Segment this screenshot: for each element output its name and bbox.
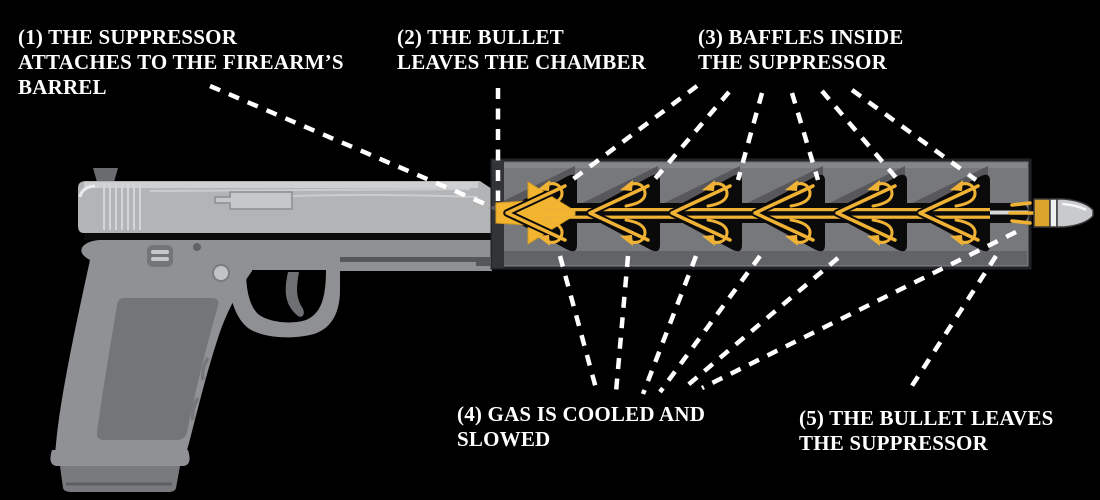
trigger-guard-opening (246, 270, 326, 323)
leader-lines-3-baffles (570, 84, 978, 182)
slide-serrations (103, 184, 141, 230)
frame-rail-step (476, 257, 490, 266)
label-4-line-2: SLOWED (457, 427, 551, 451)
label-1-line-1: (1) THE SUPPRESSOR (18, 25, 238, 49)
label-3-line-1: (3) BAFFLES INSIDE (698, 25, 904, 49)
grip-texture-panel (96, 298, 219, 440)
label-1-suppressor-attaches: (1) THE SUPPRESSOR ATTACHES TO THE FIREA… (18, 25, 344, 100)
leader-line-5-exit (906, 254, 998, 394)
exit-flash-spikes (1008, 201, 1036, 225)
tube-top-highlight (495, 163, 1027, 168)
label-4-gas-cooled: (4) GAS IS COOLED AND SLOWED (457, 402, 705, 452)
magazine-flare (50, 450, 190, 466)
bullet-brass-base (1033, 198, 1051, 228)
label-3-baffles-inside: (3) BAFFLES INSIDE THE SUPPRESSOR (698, 25, 903, 75)
suppressor-illustration (489, 158, 1094, 270)
bullet-band (1049, 198, 1058, 228)
muzzle-flash (495, 181, 576, 245)
magazine-base-plate (60, 466, 180, 492)
frame-rail-groove (340, 257, 488, 262)
rear-sight (93, 168, 118, 182)
label-1-line-3: BARREL (18, 75, 107, 99)
slide-glare (78, 184, 96, 198)
bullet-illustration (1033, 198, 1094, 228)
frame-pin-large (212, 264, 230, 282)
grip-finger-grooves (190, 357, 210, 421)
bullet-nose (1056, 198, 1094, 228)
leader-line-1-attachment (209, 83, 491, 209)
label-2-bullet-leaves-chamber: (2) THE BULLET LEAVES THE CHAMBER (397, 25, 646, 75)
trigger (285, 272, 304, 317)
frame-pin-small (193, 243, 201, 251)
label-5-line-2: THE SUPPRESSOR (799, 431, 988, 455)
label-4-line-1: (4) GAS IS COOLED AND (457, 402, 706, 426)
label-5-line-1: (5) THE BULLET LEAVES (799, 406, 1054, 430)
label-3-line-2: THE SUPPRESSOR (698, 50, 887, 74)
slide-top-highlight (84, 182, 478, 188)
leader-lines (209, 83, 1018, 395)
leader-lines-4-gas (557, 229, 1018, 395)
label-5-bullet-leaves-suppressor: (5) THE BULLET LEAVES THE SUPPRESSOR (799, 406, 1054, 456)
takedown-lever (147, 245, 173, 267)
label-2-line-2: LEAVES THE CHAMBER (397, 50, 647, 74)
pistol-illustration (50, 168, 492, 492)
label-1-line-2: ATTACHES TO THE FIREARM’S (18, 50, 344, 74)
bullet-nose-glint (1061, 202, 1087, 212)
ejection-port (214, 191, 293, 210)
takedown-lever-bar-1 (151, 250, 169, 254)
label-2-line-1: (2) THE BULLET (397, 25, 564, 49)
takedown-lever-bar-2 (151, 257, 169, 261)
slide-frame-gap (84, 233, 492, 240)
